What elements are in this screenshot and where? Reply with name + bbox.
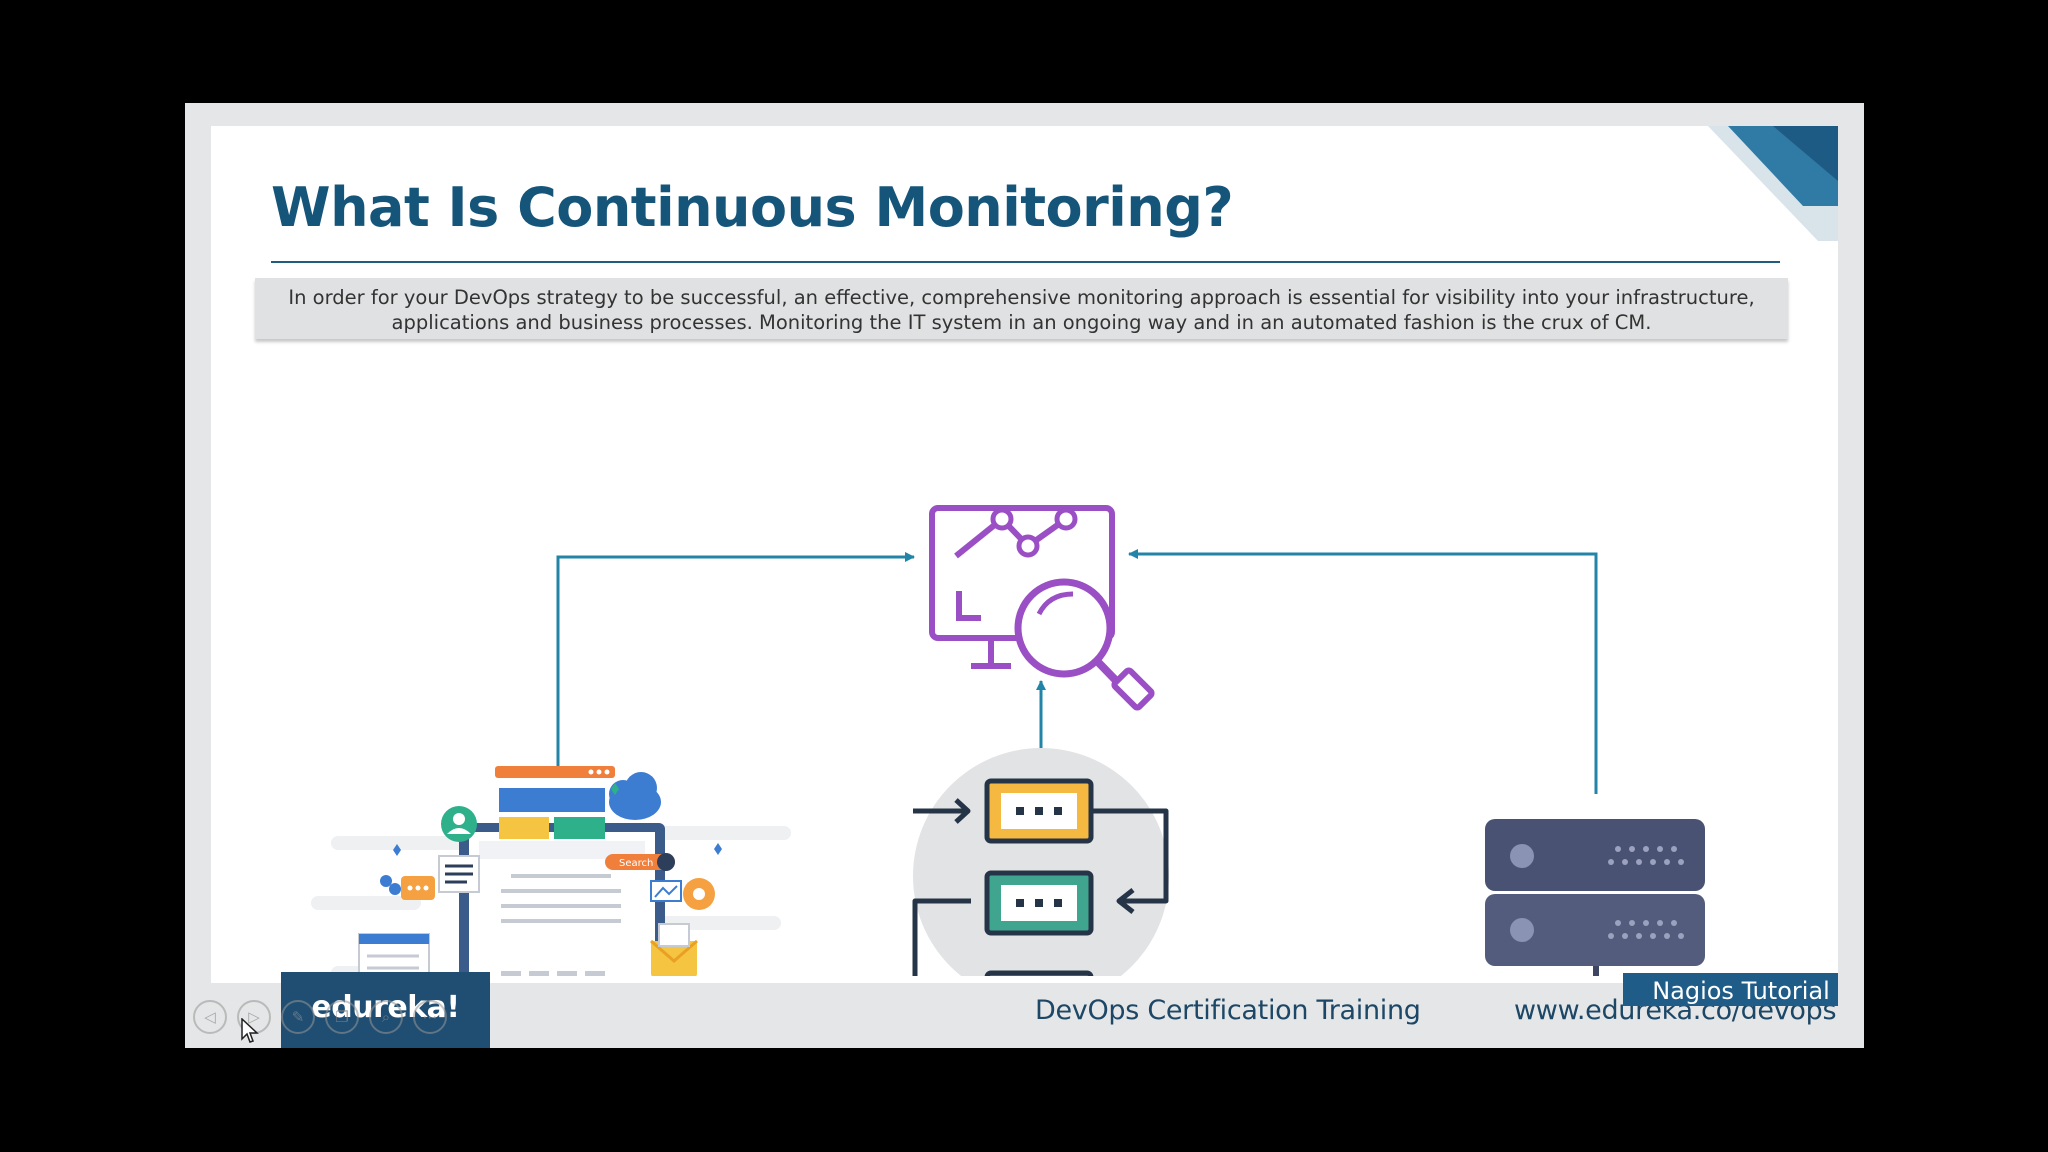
connector-right bbox=[1128, 549, 1598, 794]
svg-text:Search: Search bbox=[619, 858, 653, 869]
connector-left bbox=[556, 552, 915, 771]
copy-icon[interactable]: ❐ bbox=[325, 1000, 359, 1034]
process-flow-icon bbox=[912, 748, 1169, 976]
corner-decoration bbox=[1708, 126, 1838, 241]
application-dashboard-illustration: Search C++ bbox=[311, 766, 791, 976]
zoom-icon[interactable]: ⌕ bbox=[369, 1000, 403, 1034]
intro-text-line-1: In order for your DevOps strategy to be … bbox=[288, 286, 1755, 309]
monitoring-diagram: Search C++ bbox=[311, 505, 1705, 976]
page-title: What Is Continuous Monitoring? bbox=[271, 176, 1234, 239]
slide-frame: What Is Continuous Monitoring? In order … bbox=[185, 103, 1864, 1048]
tutorial-badge: Nagios Tutorial bbox=[1623, 973, 1838, 1006]
connector-arrows bbox=[556, 549, 1598, 794]
slide: What Is Continuous Monitoring? In order … bbox=[211, 126, 1838, 1006]
mouse-cursor-icon bbox=[241, 1018, 259, 1043]
title-divider bbox=[271, 261, 1780, 263]
player-controls: ◁ ▷ ✎ ❐ ⌕ ⋯ bbox=[193, 1000, 447, 1036]
pen-icon[interactable]: ✎ bbox=[281, 1000, 315, 1034]
monitor-analytics-icon bbox=[929, 505, 1155, 711]
intro-text-line-2: applications and business processes. Mon… bbox=[391, 311, 1652, 334]
previous-icon[interactable]: ◁ bbox=[193, 1000, 227, 1034]
server-network-icon bbox=[1485, 819, 1705, 976]
footer-course-title: DevOps Certification Training bbox=[1035, 995, 1421, 1026]
intro-banner: In order for your DevOps strategy to be … bbox=[255, 278, 1788, 339]
more-icon[interactable]: ⋯ bbox=[413, 1000, 447, 1034]
